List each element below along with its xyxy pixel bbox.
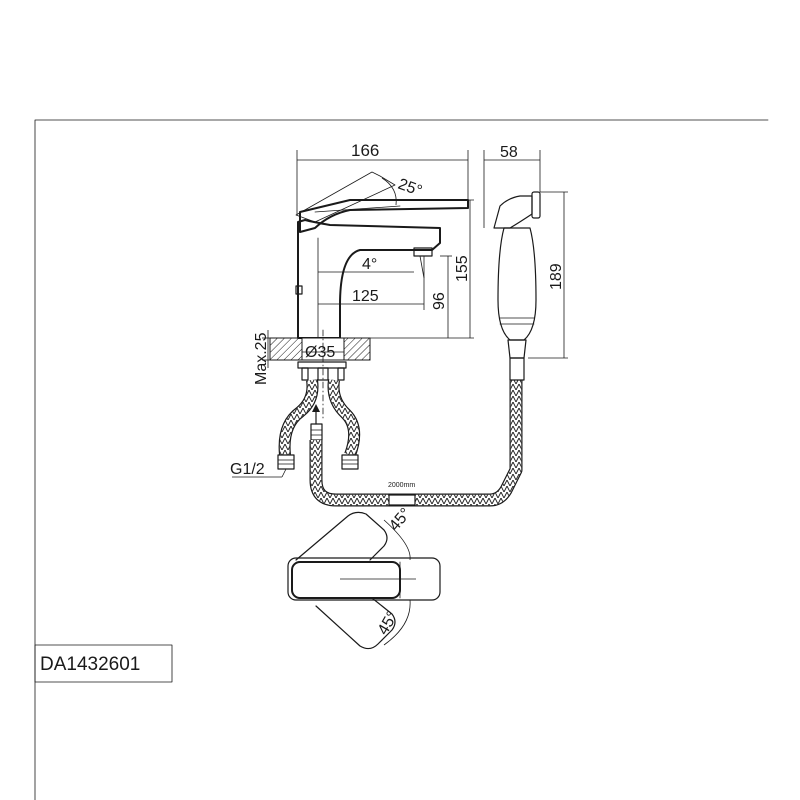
dimension-lines	[232, 150, 568, 478]
sprayer-handle	[497, 227, 537, 341]
faucet-body	[297, 219, 441, 339]
dim-max-deck-thickness: Max.25	[253, 332, 270, 385]
dim-total-height: 155	[454, 255, 471, 282]
faucet-side-view	[269, 171, 469, 421]
lever-raised-outline	[295, 171, 396, 223]
dim-sprayer-height: 189	[548, 263, 565, 290]
sprayer-head	[493, 195, 533, 229]
hose-length-label: 2000mm	[388, 482, 415, 489]
inlet-hoses	[277, 379, 361, 470]
dim-inlet-thread: G1/2	[230, 461, 265, 478]
drawing-frame	[34, 119, 769, 800]
lever-handle	[299, 199, 469, 233]
dim-overall-length: 166	[351, 141, 379, 160]
lever-rotated-left	[295, 511, 388, 561]
sprayer-hose	[309, 380, 523, 507]
aerator	[413, 247, 433, 257]
dim-rotation-top: 45°	[386, 505, 415, 534]
model-code: DA1432601	[40, 654, 140, 675]
hose-nut-left	[277, 454, 295, 470]
base-plate	[287, 557, 441, 601]
dim-sprayer-width: 58	[500, 144, 518, 161]
dim-spout-angle: 4°	[362, 256, 377, 273]
hose-nut-right	[341, 454, 359, 470]
title-block	[34, 644, 173, 683]
dim-spout-height: 96	[431, 292, 448, 310]
dim-hole-diameter: Ø35	[305, 344, 335, 361]
hand-sprayer	[493, 191, 541, 381]
faucet-top-view	[287, 511, 441, 650]
lever-rotated-right	[315, 597, 396, 650]
dim-spout-reach: 125	[352, 288, 379, 305]
lever-top	[291, 561, 401, 599]
dim-handle-angle: 25°	[396, 176, 425, 200]
